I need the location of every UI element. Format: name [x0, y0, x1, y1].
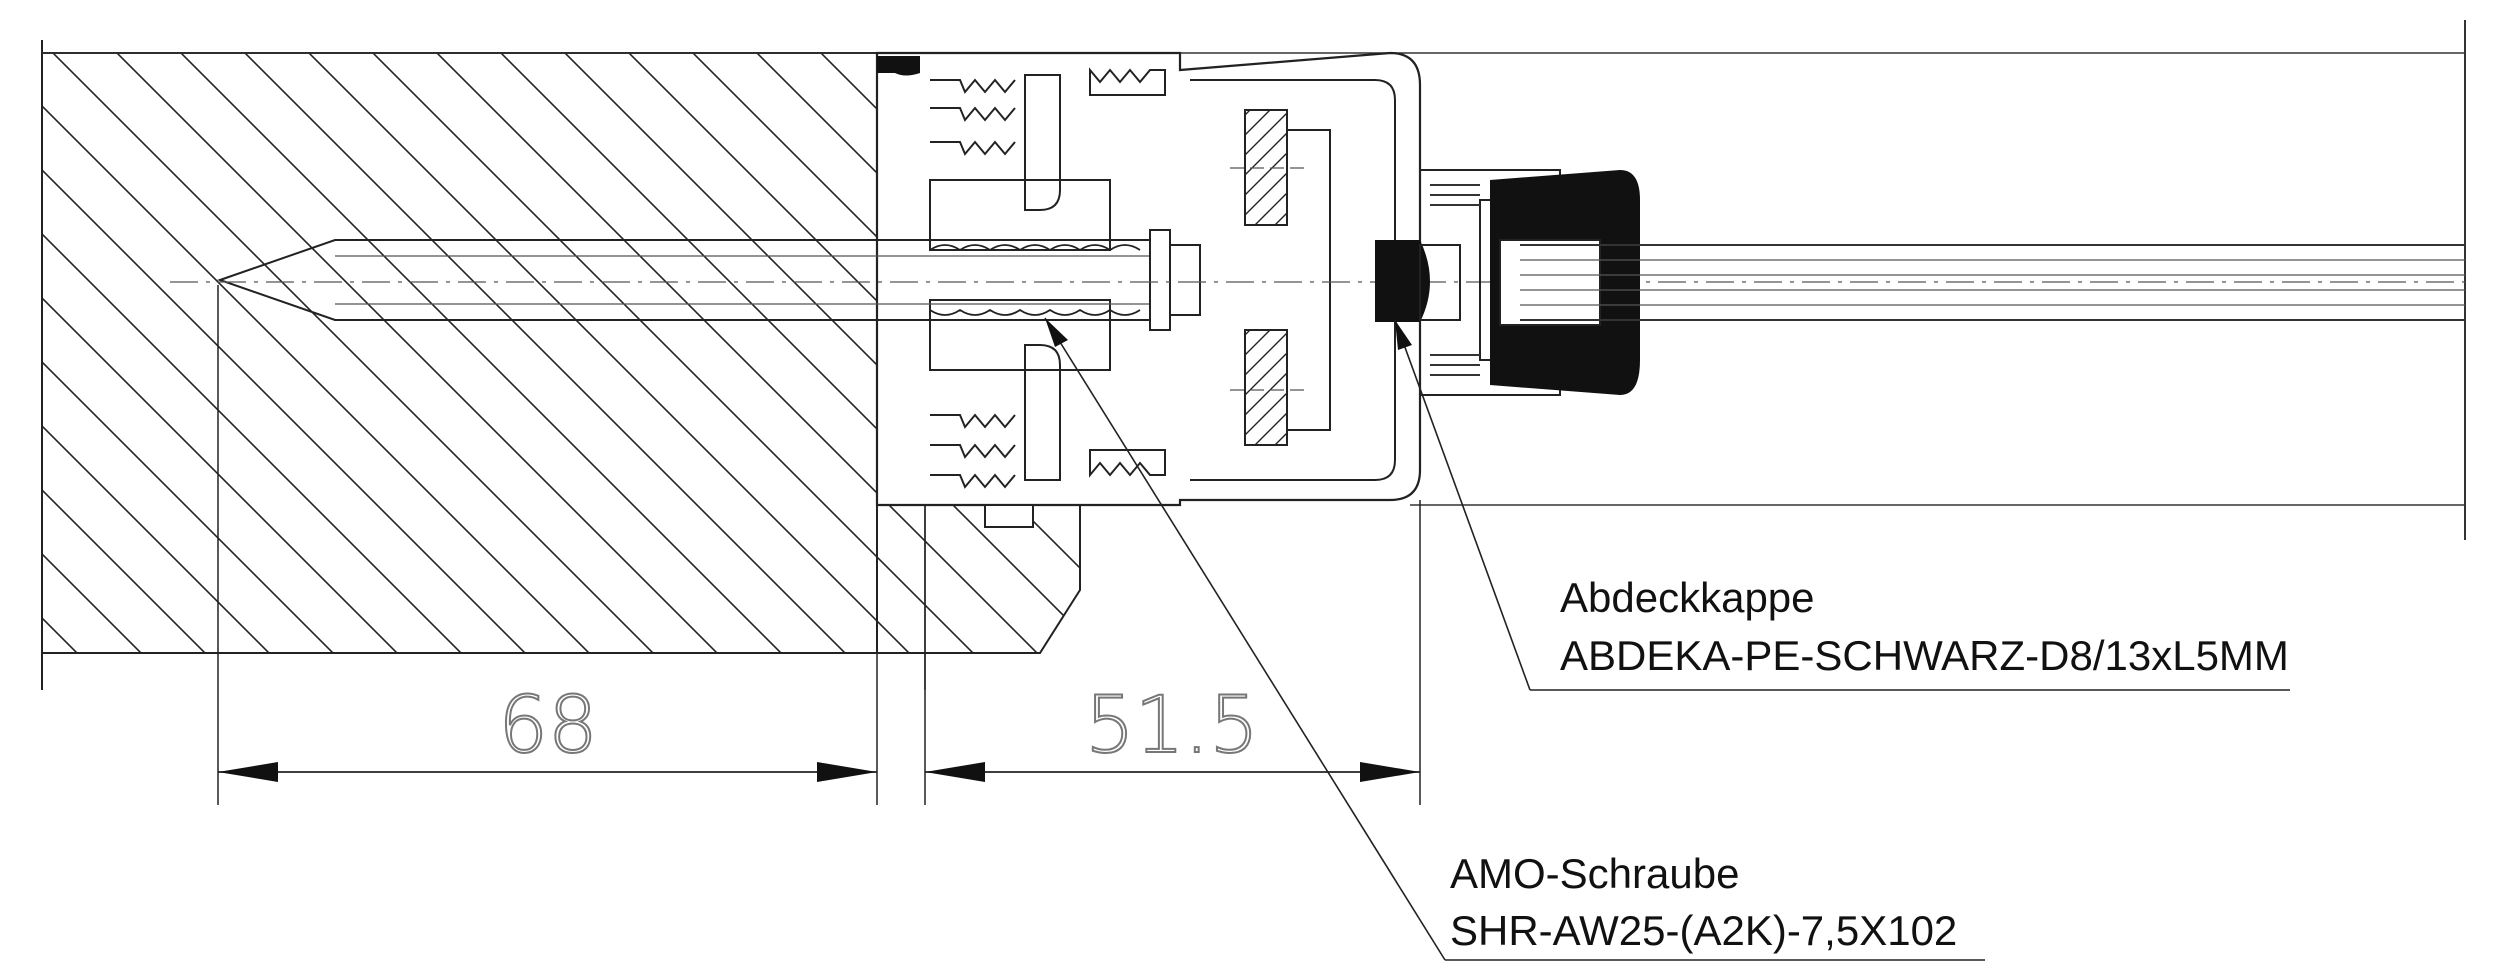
cap-callout-code: ABDEKA-PE-SCHWARZ-D8/13xL5MM [1560, 632, 2289, 679]
leader-screw [1044, 317, 1985, 961]
amo-screw [170, 229, 2465, 331]
leader-cap [1394, 319, 2290, 691]
reference-lines [42, 20, 2466, 540]
glass-panel [1520, 244, 2465, 321]
dimension-label-right: 51.5 [1085, 681, 1259, 771]
glazing-gasket [1420, 169, 1640, 396]
aluminium-profile [875, 51, 1422, 528]
screw-callout-title: AMO-Schraube [1450, 850, 1739, 897]
cover-cap [1375, 240, 1461, 322]
wall-block [41, 40, 1040, 690]
lower-wall-step [876, 499, 1081, 690]
screw-callout-code: SHR-AW25-(A2K)-7,5X102 [1450, 907, 1957, 954]
dimension-label-left: 68 [498, 681, 597, 771]
dimension-51-5 [924, 500, 1421, 805]
dimension-68 [217, 285, 878, 805]
pressure-plate [1230, 109, 1331, 446]
cap-callout-title: Abdeckkappe [1560, 574, 1815, 621]
